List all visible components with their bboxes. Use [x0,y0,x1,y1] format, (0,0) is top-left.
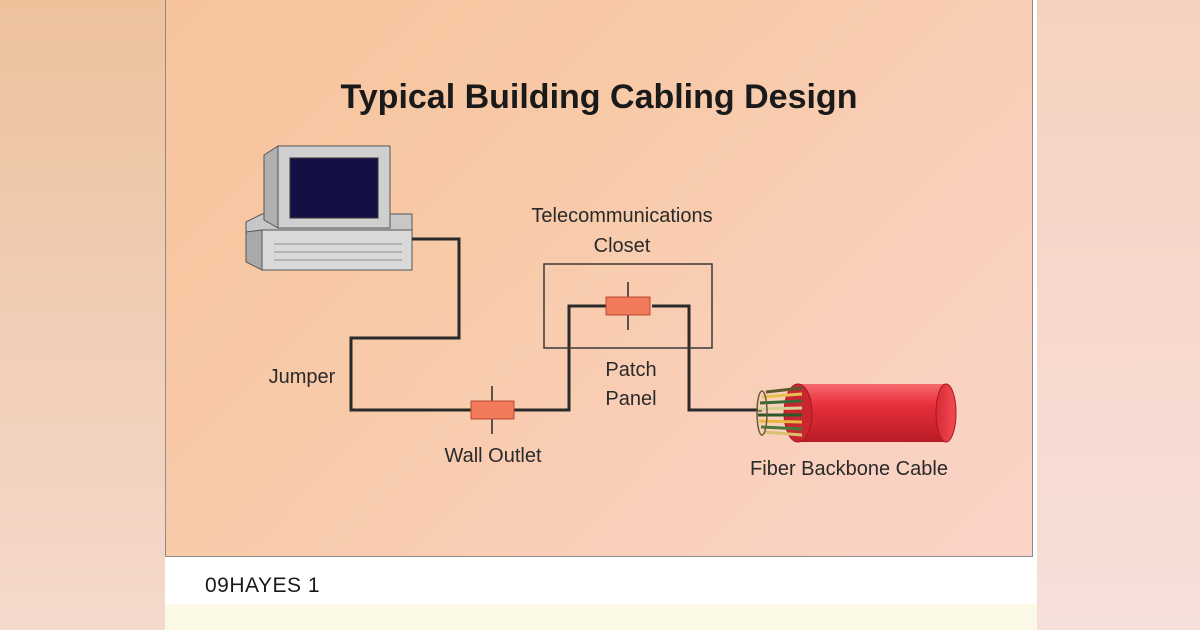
jumper-cable [349,237,471,412]
cable-paths [349,237,762,412]
fiber-cable-label: Fiber Backbone Cable [750,458,948,480]
jumper-label: Jumper [269,366,336,388]
wall-outlet-label: Wall Outlet [444,445,542,467]
figure-caption: 09HAYES 1 [205,574,321,597]
bottom-band [165,604,1037,630]
figure-card: Typical Building Cabling Design [165,0,1037,630]
computer-icon [245,145,413,271]
left-background [0,0,165,630]
closet-label-line1: Telecommunications [531,205,712,227]
telecom-closet-box [543,263,713,349]
closet-label-line2: Closet [594,235,651,257]
wall-outlet-connector [470,386,515,434]
patch-panel-label-line2: Panel [605,388,656,410]
patch-panel-connector [605,282,651,330]
patch-panel-label-line1: Patch [605,359,656,381]
cabling-diagram: Typical Building Cabling Design [245,78,957,480]
diagram-title: Typical Building Cabling Design [341,78,858,116]
right-background [1037,0,1200,630]
caption-band [165,560,1037,604]
diagram-panel: Typical Building Cabling Design [165,0,1033,557]
horizontal-cable [514,304,606,412]
backbone-link [652,304,762,412]
fiber-cable-icon [756,383,957,443]
